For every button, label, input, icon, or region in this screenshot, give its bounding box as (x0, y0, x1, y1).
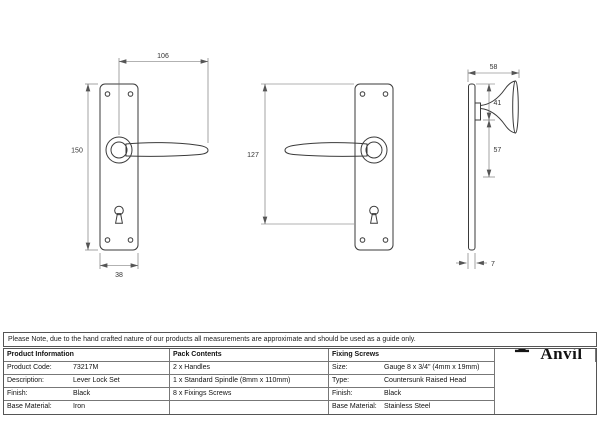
technical-drawings: 106 150 38 127 (71, 53, 520, 279)
lever-profile (480, 80, 516, 134)
backplate-edge (468, 83, 476, 251)
back-view-dimensions (261, 83, 354, 225)
side-view-dimensions (456, 69, 520, 269)
spec-label: Product Code: (7, 364, 52, 371)
table-row: Product Code: 73217M (4, 362, 170, 375)
side-projection-dim: 58 (490, 64, 498, 71)
spec-value: 73217M (73, 364, 99, 371)
front-lever-length-dim: 106 (157, 53, 169, 60)
spec-label: Type: (332, 377, 350, 384)
keyhole (369, 205, 379, 216)
table-row: Base Material: Iron (4, 401, 170, 414)
backplate (354, 83, 394, 251)
screw-hole (104, 91, 111, 97)
logo-name: Anvil (540, 349, 583, 362)
table-row: Description: Lever Lock Set (4, 375, 170, 388)
table-row: 8 x Fixings Screws (170, 388, 329, 401)
spec-label: Finish: (332, 390, 353, 397)
screw-hole (382, 91, 389, 97)
spec-value: Gauge 8 x 3/4" (4mm x 19mm) (384, 364, 480, 371)
spec-value: Stainless Steel (384, 403, 431, 410)
header-pack-contents: Pack Contents (170, 349, 329, 362)
spec-value: 1 x Standard Spindle (8mm x 110mm) (173, 377, 291, 384)
keyhole (114, 205, 124, 216)
brand-logo: From the Anvil www.fromtheanvil.co.uk (495, 349, 596, 362)
rose (360, 136, 388, 164)
spec-label: Base Material: (332, 403, 377, 410)
side-lower-dim: 57 (494, 147, 502, 154)
spec-label: Size: (332, 364, 348, 371)
table-row: Type: Countersunk Raised Head (329, 375, 495, 388)
lever-handle (284, 142, 368, 157)
spec-value: Black (384, 390, 402, 397)
back-view (284, 83, 394, 251)
spec-label: Finish: (7, 390, 28, 397)
side-profile-view (468, 80, 519, 251)
front-view-dimensions (85, 58, 209, 269)
lever-handle (125, 142, 209, 157)
front-plate-width-dim: 38 (115, 272, 123, 279)
screw-hole (127, 237, 134, 243)
rose-inner (365, 141, 383, 159)
front-view (99, 83, 209, 251)
rose (105, 136, 133, 164)
table-row: Size: Gauge 8 x 3/4" (4mm x 19mm) (329, 362, 495, 375)
screw-hole (104, 237, 111, 243)
keyhole-slot (369, 213, 379, 224)
header-product-information: Product Information (4, 349, 170, 362)
back-height-dim: 127 (247, 152, 259, 159)
lever-collar (474, 102, 481, 121)
table-row: Base Material: Stainless Steel (329, 401, 495, 414)
header-fixing-screws: Fixing Screws (329, 349, 495, 362)
side-upper-dim: 41 (494, 100, 502, 107)
screw-hole (127, 91, 134, 97)
table-row: 2 x Handles (170, 362, 329, 375)
spec-label: Base Material: (7, 403, 52, 410)
spec-value: Black (73, 390, 91, 397)
spec-table: Product Information Pack Contents Fixing… (3, 348, 597, 415)
spec-value: Iron (73, 403, 86, 410)
lever-bell-rim (512, 80, 519, 134)
spec-value: Lever Lock Set (73, 377, 120, 384)
keyhole-slot (114, 213, 124, 224)
front-plate-height-dim: 150 (71, 148, 83, 155)
rose-inner (110, 141, 128, 159)
spec-value: 8 x Fixings Screws (173, 390, 232, 397)
side-thickness-dim: 7 (491, 261, 495, 268)
spec-value: Countersunk Raised Head (384, 377, 467, 384)
table-row: 1 x Standard Spindle (8mm x 110mm) (170, 375, 329, 388)
anvil-icon (507, 349, 537, 361)
spec-label: Description: (7, 377, 44, 384)
screw-hole (359, 237, 366, 243)
spec-value: 2 x Handles (173, 364, 210, 371)
table-row: Finish: Black (4, 388, 170, 401)
screw-hole (359, 91, 366, 97)
screw-hole (382, 237, 389, 243)
table-row: Finish: Black (329, 388, 495, 401)
disclaimer-note: Please Note, due to the hand crafted nat… (3, 332, 597, 347)
table-row (170, 401, 329, 414)
